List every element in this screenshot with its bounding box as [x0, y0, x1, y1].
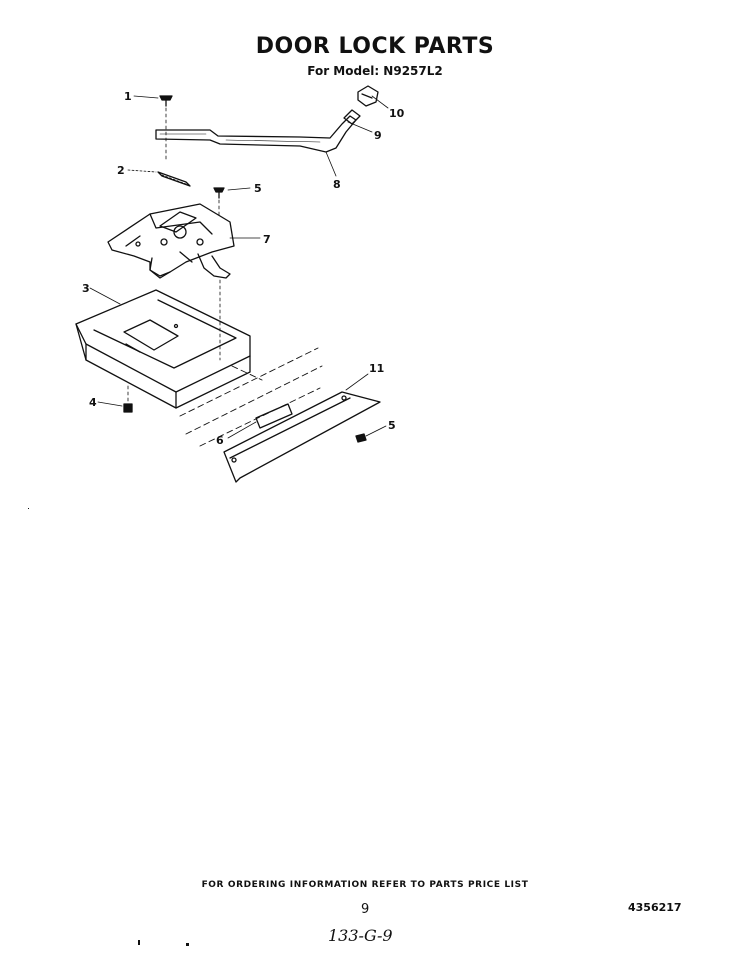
lock-rod-part [155, 115, 357, 153]
latch-plate-part [255, 403, 293, 429]
rod-connector-part [343, 109, 361, 125]
rod-clip-part [357, 85, 379, 107]
lock-housing-part [75, 289, 251, 409]
model-subtitle: For Model: N9257L2 [307, 64, 443, 78]
callout-11: 11 [369, 362, 384, 375]
callout-5-lower: 5 [388, 419, 396, 432]
ordering-note: FOR ORDERING INFORMATION REFER TO PARTS … [201, 880, 529, 890]
callout-2: 2 [117, 164, 125, 177]
spring-part [157, 171, 191, 187]
page-number: 9 [361, 902, 370, 917]
screw-part-5-lower [355, 433, 367, 443]
callout-4: 4 [89, 396, 97, 409]
screw-part-1 [159, 95, 173, 107]
scan-marks [28, 508, 189, 946]
screw-part-5-upper [213, 187, 225, 199]
door-trim-part [223, 391, 381, 483]
callout-7: 7 [263, 233, 271, 246]
callout-9: 9 [374, 129, 382, 142]
leader-lines [89, 95, 389, 439]
page-title: DOOR LOCK PARTS [255, 34, 495, 59]
callout-6: 6 [216, 434, 224, 447]
callout-3: 3 [82, 282, 90, 295]
document-number: 4356217 [628, 901, 682, 914]
callout-8: 8 [333, 178, 341, 191]
callout-1: 1 [124, 90, 132, 103]
lock-assembly-part [107, 203, 235, 279]
handwritten-note: 133-G-9 [328, 926, 393, 945]
door-slot-outline [179, 347, 323, 447]
callout-10: 10 [389, 107, 405, 120]
callout-5-upper: 5 [254, 182, 262, 195]
fastener-part-4 [123, 403, 133, 413]
